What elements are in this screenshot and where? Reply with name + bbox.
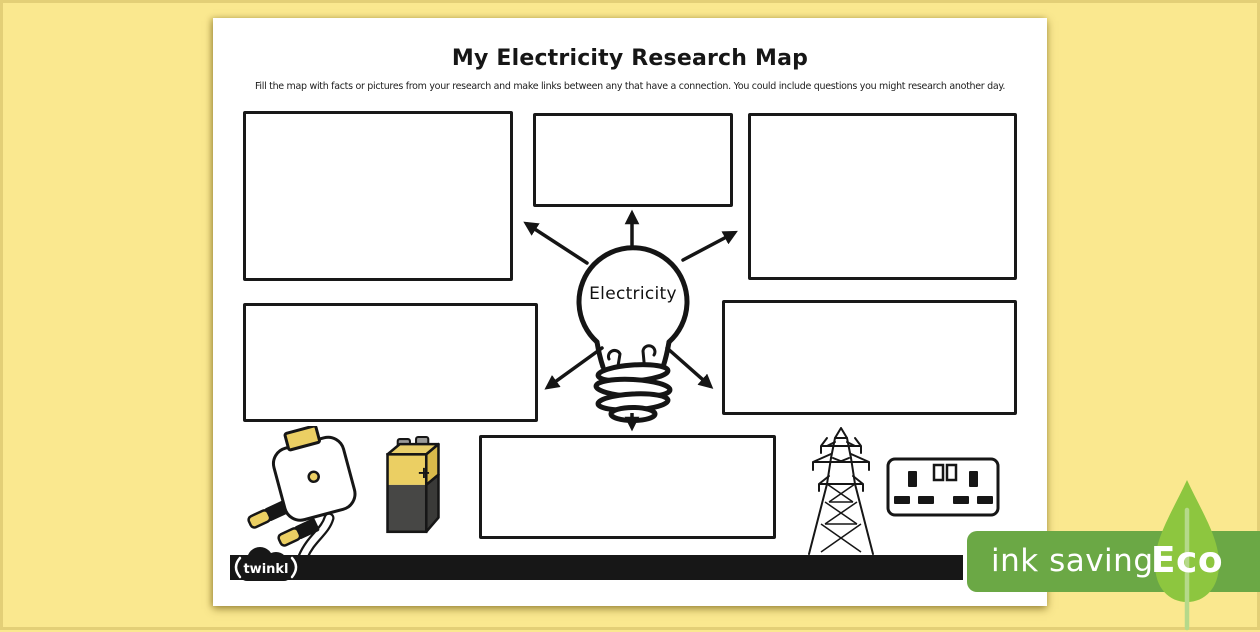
instructions-text: Fill the map with facts or pictures from… <box>254 81 1006 92</box>
logo-right-swoosh <box>290 556 298 579</box>
footer-bar <box>230 555 963 580</box>
pylon-icon <box>808 427 874 555</box>
research-box-bottom-center[interactable] <box>479 435 776 539</box>
logo-left-swoosh <box>234 556 242 579</box>
research-box-top-right[interactable] <box>748 113 1017 280</box>
arrow-up-right <box>681 230 738 262</box>
ink-saving-label: ink saving <box>991 543 1154 579</box>
eco-leaf-icon <box>1155 480 1219 631</box>
page-title: My Electricity Research Map <box>451 46 809 71</box>
twinkl-logo: twinkl <box>234 547 298 581</box>
battery-plus-sign: + <box>417 463 431 482</box>
light-bulb-icon <box>576 245 690 423</box>
eco-label: Eco <box>1150 540 1224 581</box>
worksheet-page: My Electricity Research Map Fill the map… <box>213 18 1047 606</box>
uk-plug-icon <box>247 426 357 558</box>
battery-icon: + <box>386 436 440 534</box>
socket-switch <box>932 463 945 482</box>
research-box-middle-left[interactable] <box>243 303 538 422</box>
plug-screw <box>307 470 320 484</box>
plug-earth-pin <box>283 426 321 452</box>
bulb-screw-base <box>593 362 673 423</box>
arrow-up-left <box>523 221 589 265</box>
research-box-top-left[interactable] <box>243 111 513 281</box>
arrow-down-right <box>665 346 714 389</box>
brand-name: twinkl <box>243 562 288 577</box>
research-box-top-center[interactable] <box>533 113 733 207</box>
plug-pin <box>277 518 320 547</box>
research-box-middle-right[interactable] <box>722 300 1017 415</box>
bulb-filament <box>606 344 657 386</box>
wall-socket-icon <box>886 457 1000 517</box>
center-topic-label: Electricity <box>589 284 677 304</box>
socket-switch <box>945 463 958 482</box>
arrow-down-left <box>544 346 604 390</box>
